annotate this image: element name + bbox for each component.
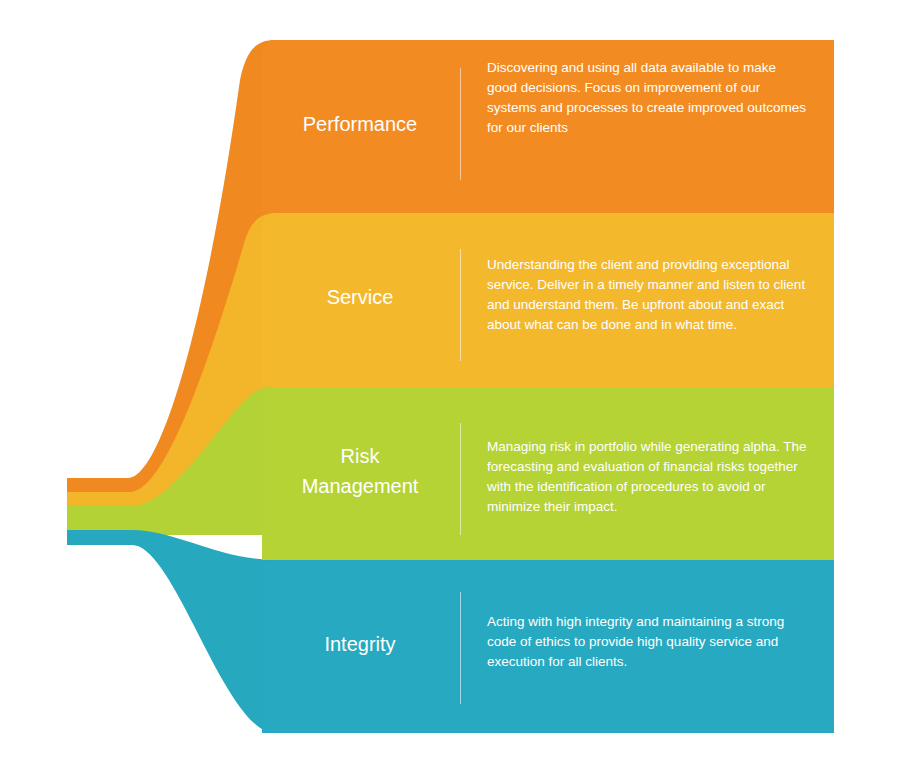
band-heading: Integrity	[285, 629, 435, 659]
band-heading: Performance	[285, 109, 435, 139]
performance-band: Performance Discovering and using all dat…	[262, 40, 834, 213]
integrity-band: Integrity Acting with high integrity and …	[262, 560, 834, 733]
risk-band: Risk Management Managing risk in portfoli…	[262, 387, 834, 560]
divider-line	[460, 592, 461, 704]
divider-line	[460, 68, 461, 180]
band-description: Discovering and using all data available…	[487, 58, 807, 138]
green-tail	[67, 387, 275, 535]
band-heading: Service	[285, 282, 435, 312]
band-description: Managing risk in portfolio while generat…	[487, 437, 807, 517]
divider-line	[460, 249, 461, 361]
teal-tail	[67, 530, 275, 733]
divider-line	[460, 423, 461, 535]
band-description: Understanding the client and providing e…	[487, 255, 807, 335]
band-heading: Risk Management	[285, 441, 435, 501]
band-description: Acting with high integrity and maintaini…	[487, 612, 807, 672]
service-band: Service Understanding the client and prov…	[262, 213, 834, 387]
